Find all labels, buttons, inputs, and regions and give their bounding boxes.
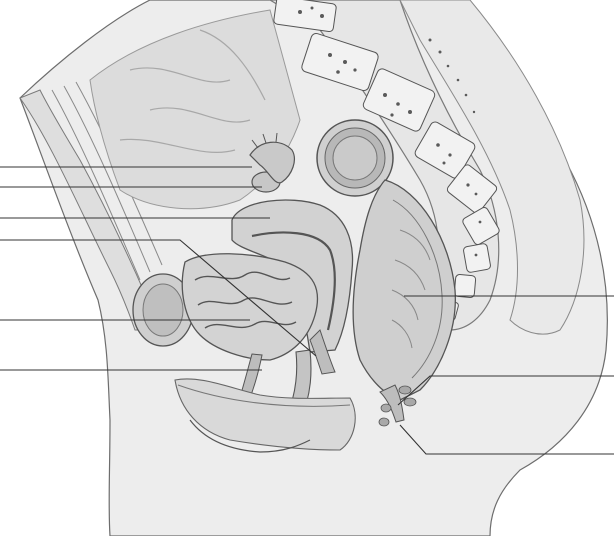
- anal-sphincter-4: [379, 418, 389, 426]
- sigmoid-colon-lumen: [333, 136, 377, 180]
- pubic-bone-inner: [143, 284, 183, 336]
- anal-sphincter-2: [404, 398, 416, 406]
- anal-sphincter-3: [381, 404, 391, 412]
- vertebra-8: [454, 274, 476, 298]
- vertebra-7: [463, 243, 491, 273]
- anal-sphincter-1: [399, 386, 411, 394]
